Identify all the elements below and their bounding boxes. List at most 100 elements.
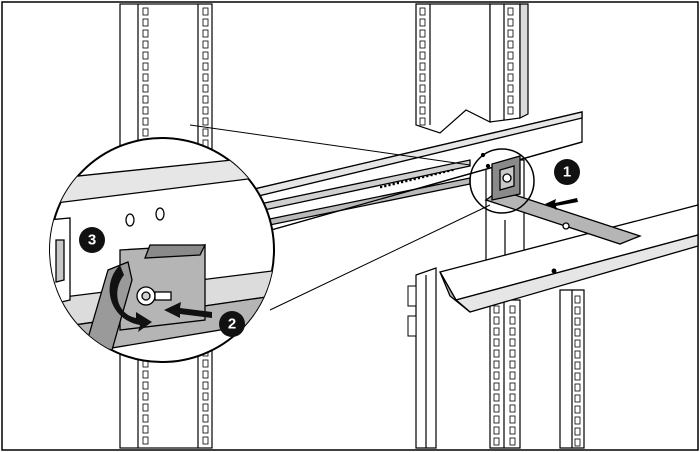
rail-perforation — [388, 184, 391, 187]
rail-perforation — [451, 169, 454, 172]
rail-bracket — [480, 152, 521, 201]
rack-hole — [202, 29, 209, 38]
rack-hole — [509, 404, 516, 413]
rack-hole — [202, 95, 209, 104]
rack-hole — [493, 360, 500, 369]
rack-hole — [202, 381, 209, 390]
callout-1-label: 1 — [563, 164, 571, 181]
rack-hole — [507, 95, 514, 104]
slide-rail — [249, 111, 583, 237]
rack-hole — [509, 426, 516, 435]
rack-hole — [142, 29, 149, 38]
rack-hole — [202, 128, 209, 137]
rack-hole — [142, 392, 149, 401]
rack-hole — [202, 62, 209, 71]
rack-hole — [509, 305, 516, 314]
rack-hole — [509, 316, 516, 325]
rack-hole — [493, 415, 500, 424]
rack-hole — [574, 438, 581, 447]
rack-hole — [574, 306, 581, 315]
callout-2: 2 — [219, 311, 245, 337]
rack-hole — [142, 40, 149, 49]
rail-perforation — [422, 176, 425, 179]
rack-hole — [507, 84, 514, 93]
callout-3: 3 — [79, 227, 105, 253]
rail-perforation — [426, 175, 429, 178]
rack-hole — [142, 128, 149, 137]
rack-hole — [574, 416, 581, 425]
rack-hole — [419, 95, 426, 104]
rack-hole — [202, 51, 209, 60]
rack-hole — [493, 316, 500, 325]
push-arrow-step-1 — [545, 198, 578, 210]
rack-hole — [202, 84, 209, 93]
rail-perforation — [401, 181, 404, 184]
rack-hole — [574, 339, 581, 348]
rack-hole — [574, 328, 581, 337]
callout-1: 1 — [554, 159, 580, 185]
rail-perforation — [380, 186, 383, 189]
rack-hole — [507, 73, 514, 82]
rack-hole — [574, 317, 581, 326]
rack-hole — [493, 305, 500, 314]
rail-perforation — [409, 179, 412, 182]
rack-hole — [493, 426, 500, 435]
rail-perforation — [413, 178, 416, 181]
rack-hole — [507, 7, 514, 16]
rack-side-bolts — [407, 285, 417, 337]
rack-hole — [507, 40, 514, 49]
rack-hole — [507, 51, 514, 60]
rack-hole — [493, 349, 500, 358]
rotate-arrow-step-3 — [109, 265, 152, 332]
rack-hole — [493, 371, 500, 380]
rack-hole — [574, 405, 581, 414]
rack-hole — [202, 359, 209, 368]
rack-hole — [419, 62, 426, 71]
rack-hole — [419, 18, 426, 27]
rack-hole — [142, 381, 149, 390]
rack-hole — [493, 327, 500, 336]
rack-post-right-upper — [415, 3, 529, 134]
rack-hole — [202, 436, 209, 445]
magnifier-leader-bottom — [269, 204, 491, 311]
rack-hole — [509, 349, 516, 358]
rack-hole — [142, 106, 149, 115]
rack-hole — [202, 73, 209, 82]
rack-hole — [493, 338, 500, 347]
rack-hole — [509, 371, 516, 380]
rack-hole — [202, 7, 209, 16]
rack-hole — [202, 40, 209, 49]
rail-perforation — [384, 185, 387, 188]
rack-hole — [419, 117, 426, 126]
rack-hole — [507, 62, 514, 71]
rack-hole — [202, 392, 209, 401]
rail-perforation — [396, 182, 399, 185]
rack-hole — [509, 415, 516, 424]
rack-hole — [419, 7, 426, 16]
rack-hole — [142, 403, 149, 412]
rack-hole — [142, 51, 149, 60]
magnified-detail — [49, 137, 275, 363]
rack-hole — [142, 84, 149, 93]
rack-hole — [509, 437, 516, 446]
rack-hole — [142, 414, 149, 423]
rail-perforation — [438, 172, 441, 175]
rack-hole — [574, 394, 581, 403]
rack-hole — [142, 95, 149, 104]
rack-hole — [202, 106, 209, 115]
rack-hole — [202, 414, 209, 423]
push-arrow-step-2 — [164, 302, 212, 318]
rack-hole — [493, 404, 500, 413]
rack-hole — [202, 117, 209, 126]
rack-hole — [493, 393, 500, 402]
rack-hole — [202, 370, 209, 379]
rail-perforation — [417, 177, 420, 180]
rack-hole — [574, 383, 581, 392]
rack-hole — [507, 29, 514, 38]
rack-hole — [507, 18, 514, 27]
rack-hole — [419, 84, 426, 93]
rack-hole — [142, 18, 149, 27]
rack-hole — [574, 372, 581, 381]
